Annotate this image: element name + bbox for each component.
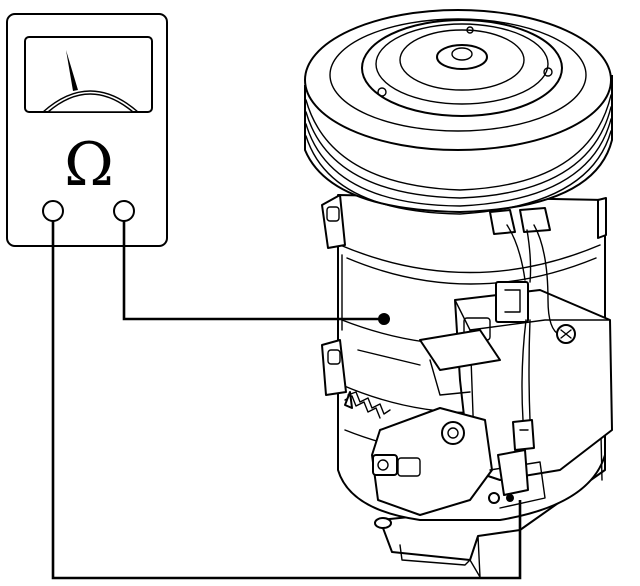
wiring-harness: [489, 207, 576, 451]
pulley: [304, 9, 613, 215]
test-lead-right: [122, 221, 384, 321]
test-lead-left: [51, 221, 522, 580]
dial-scale: [45, 93, 136, 113]
probe-terminal-left: [42, 200, 64, 222]
test-leads: [51, 221, 522, 580]
lower-connector: [512, 419, 535, 451]
mount-hole-icon: [374, 517, 392, 529]
relief-valve-spring: [344, 391, 391, 419]
connector-block: [495, 281, 529, 323]
mount-ears: [321, 194, 607, 396]
probe-contact-lead: [506, 494, 514, 502]
compressor: [304, 9, 613, 578]
ohm-symbol: Ω: [64, 130, 114, 200]
meter-needle: [66, 50, 78, 91]
ohmmeter: Ω: [6, 13, 168, 247]
bolt-icon: [441, 421, 465, 445]
dial-scale-arc: [42, 90, 139, 113]
clutch-coil-bracket: [371, 407, 546, 516]
clutch-hub: [436, 44, 488, 70]
probe-terminal-right: [113, 200, 135, 222]
